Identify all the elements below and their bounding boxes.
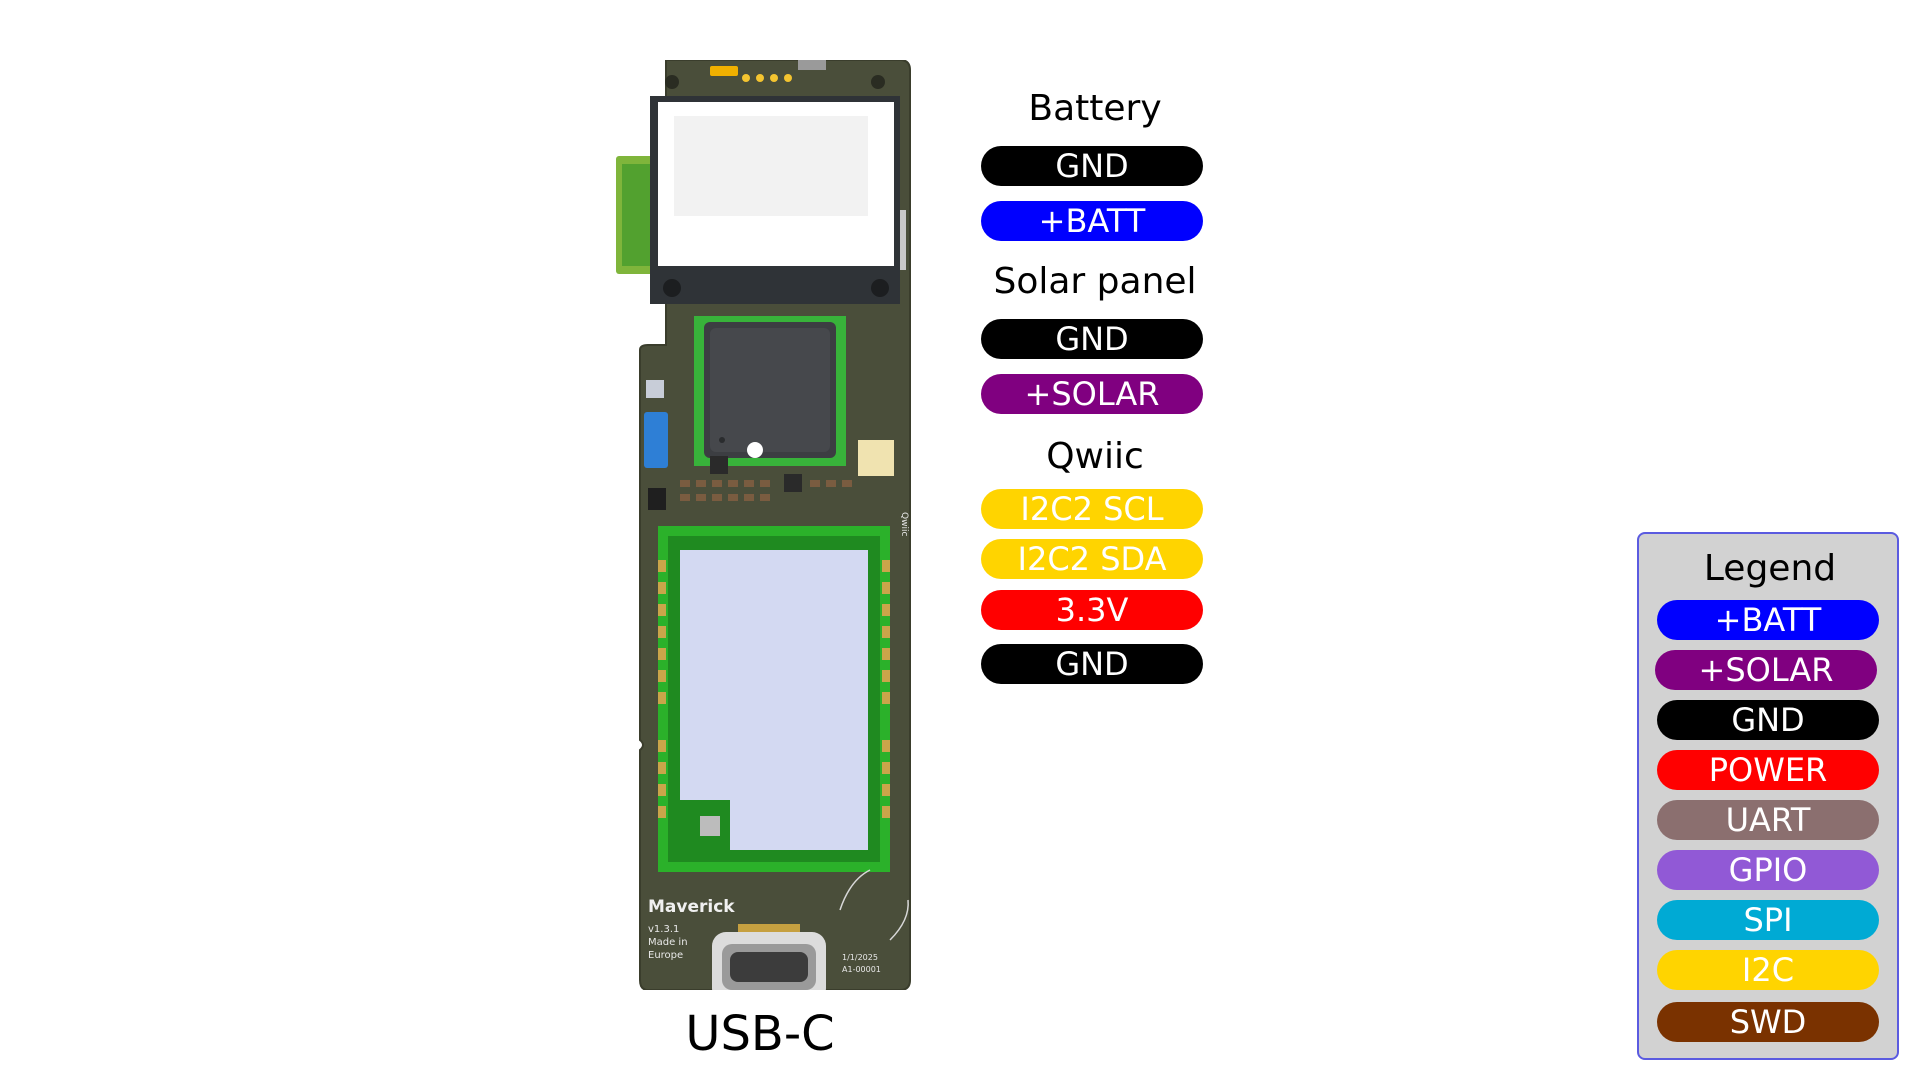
slide-switch (798, 60, 826, 70)
legend-title: Legend (1703, 548, 1837, 589)
solar-gnd-pin: GND (981, 319, 1203, 359)
silkscreen-version: v1.3.1 (648, 924, 679, 935)
silkscreen-made-in: Made in (648, 937, 688, 948)
battery-batt-pin: +BATT (981, 201, 1203, 241)
qwiic-scl-pin: I2C2 SCL (981, 489, 1203, 529)
legend-item-swd: SWD (1657, 1002, 1879, 1042)
blue-button (644, 412, 668, 468)
legend: Legend +BATT +SOLAR GND POWER UART GPIO … (1637, 532, 1899, 1060)
usb-c-label: USB-C (685, 1006, 835, 1062)
legend-item-spi: SPI (1657, 900, 1879, 940)
legend-item-power: POWER (1657, 750, 1879, 790)
qwiic-3v3-pin: 3.3V (981, 590, 1203, 630)
legend-item-i2c: I2C (1657, 950, 1879, 990)
display-screen (674, 116, 868, 216)
battery-group-title: Battery (1028, 88, 1162, 129)
legend-item-batt: +BATT (1657, 600, 1879, 640)
silkscreen-qwiic: Qwiic (899, 512, 909, 536)
solar-group-title: Solar panel (993, 261, 1197, 302)
legend-item-gnd: GND (1657, 700, 1879, 740)
legend-item-gpio: GPIO (1657, 850, 1879, 890)
silkscreen-europe: Europe (648, 950, 683, 961)
solar-plus-pin: +SOLAR (981, 374, 1203, 414)
silkscreen-date: 1/1/2025 (842, 953, 878, 962)
qwiic-group-title: Qwiic (1046, 436, 1144, 477)
board-illustration: Qwiic (616, 60, 911, 990)
qwiic-sda-pin: I2C2 SDA (981, 539, 1203, 579)
battery-gnd-pin: GND (981, 146, 1203, 186)
silkscreen-name: Maverick (648, 897, 735, 917)
legend-item-uart: UART (1657, 800, 1879, 840)
legend-item-solar: +SOLAR (1655, 650, 1877, 690)
qwiic-gnd-pin: GND (981, 644, 1203, 684)
silkscreen-serial: A1-00001 (842, 965, 881, 974)
qwiic-connector (858, 440, 894, 476)
